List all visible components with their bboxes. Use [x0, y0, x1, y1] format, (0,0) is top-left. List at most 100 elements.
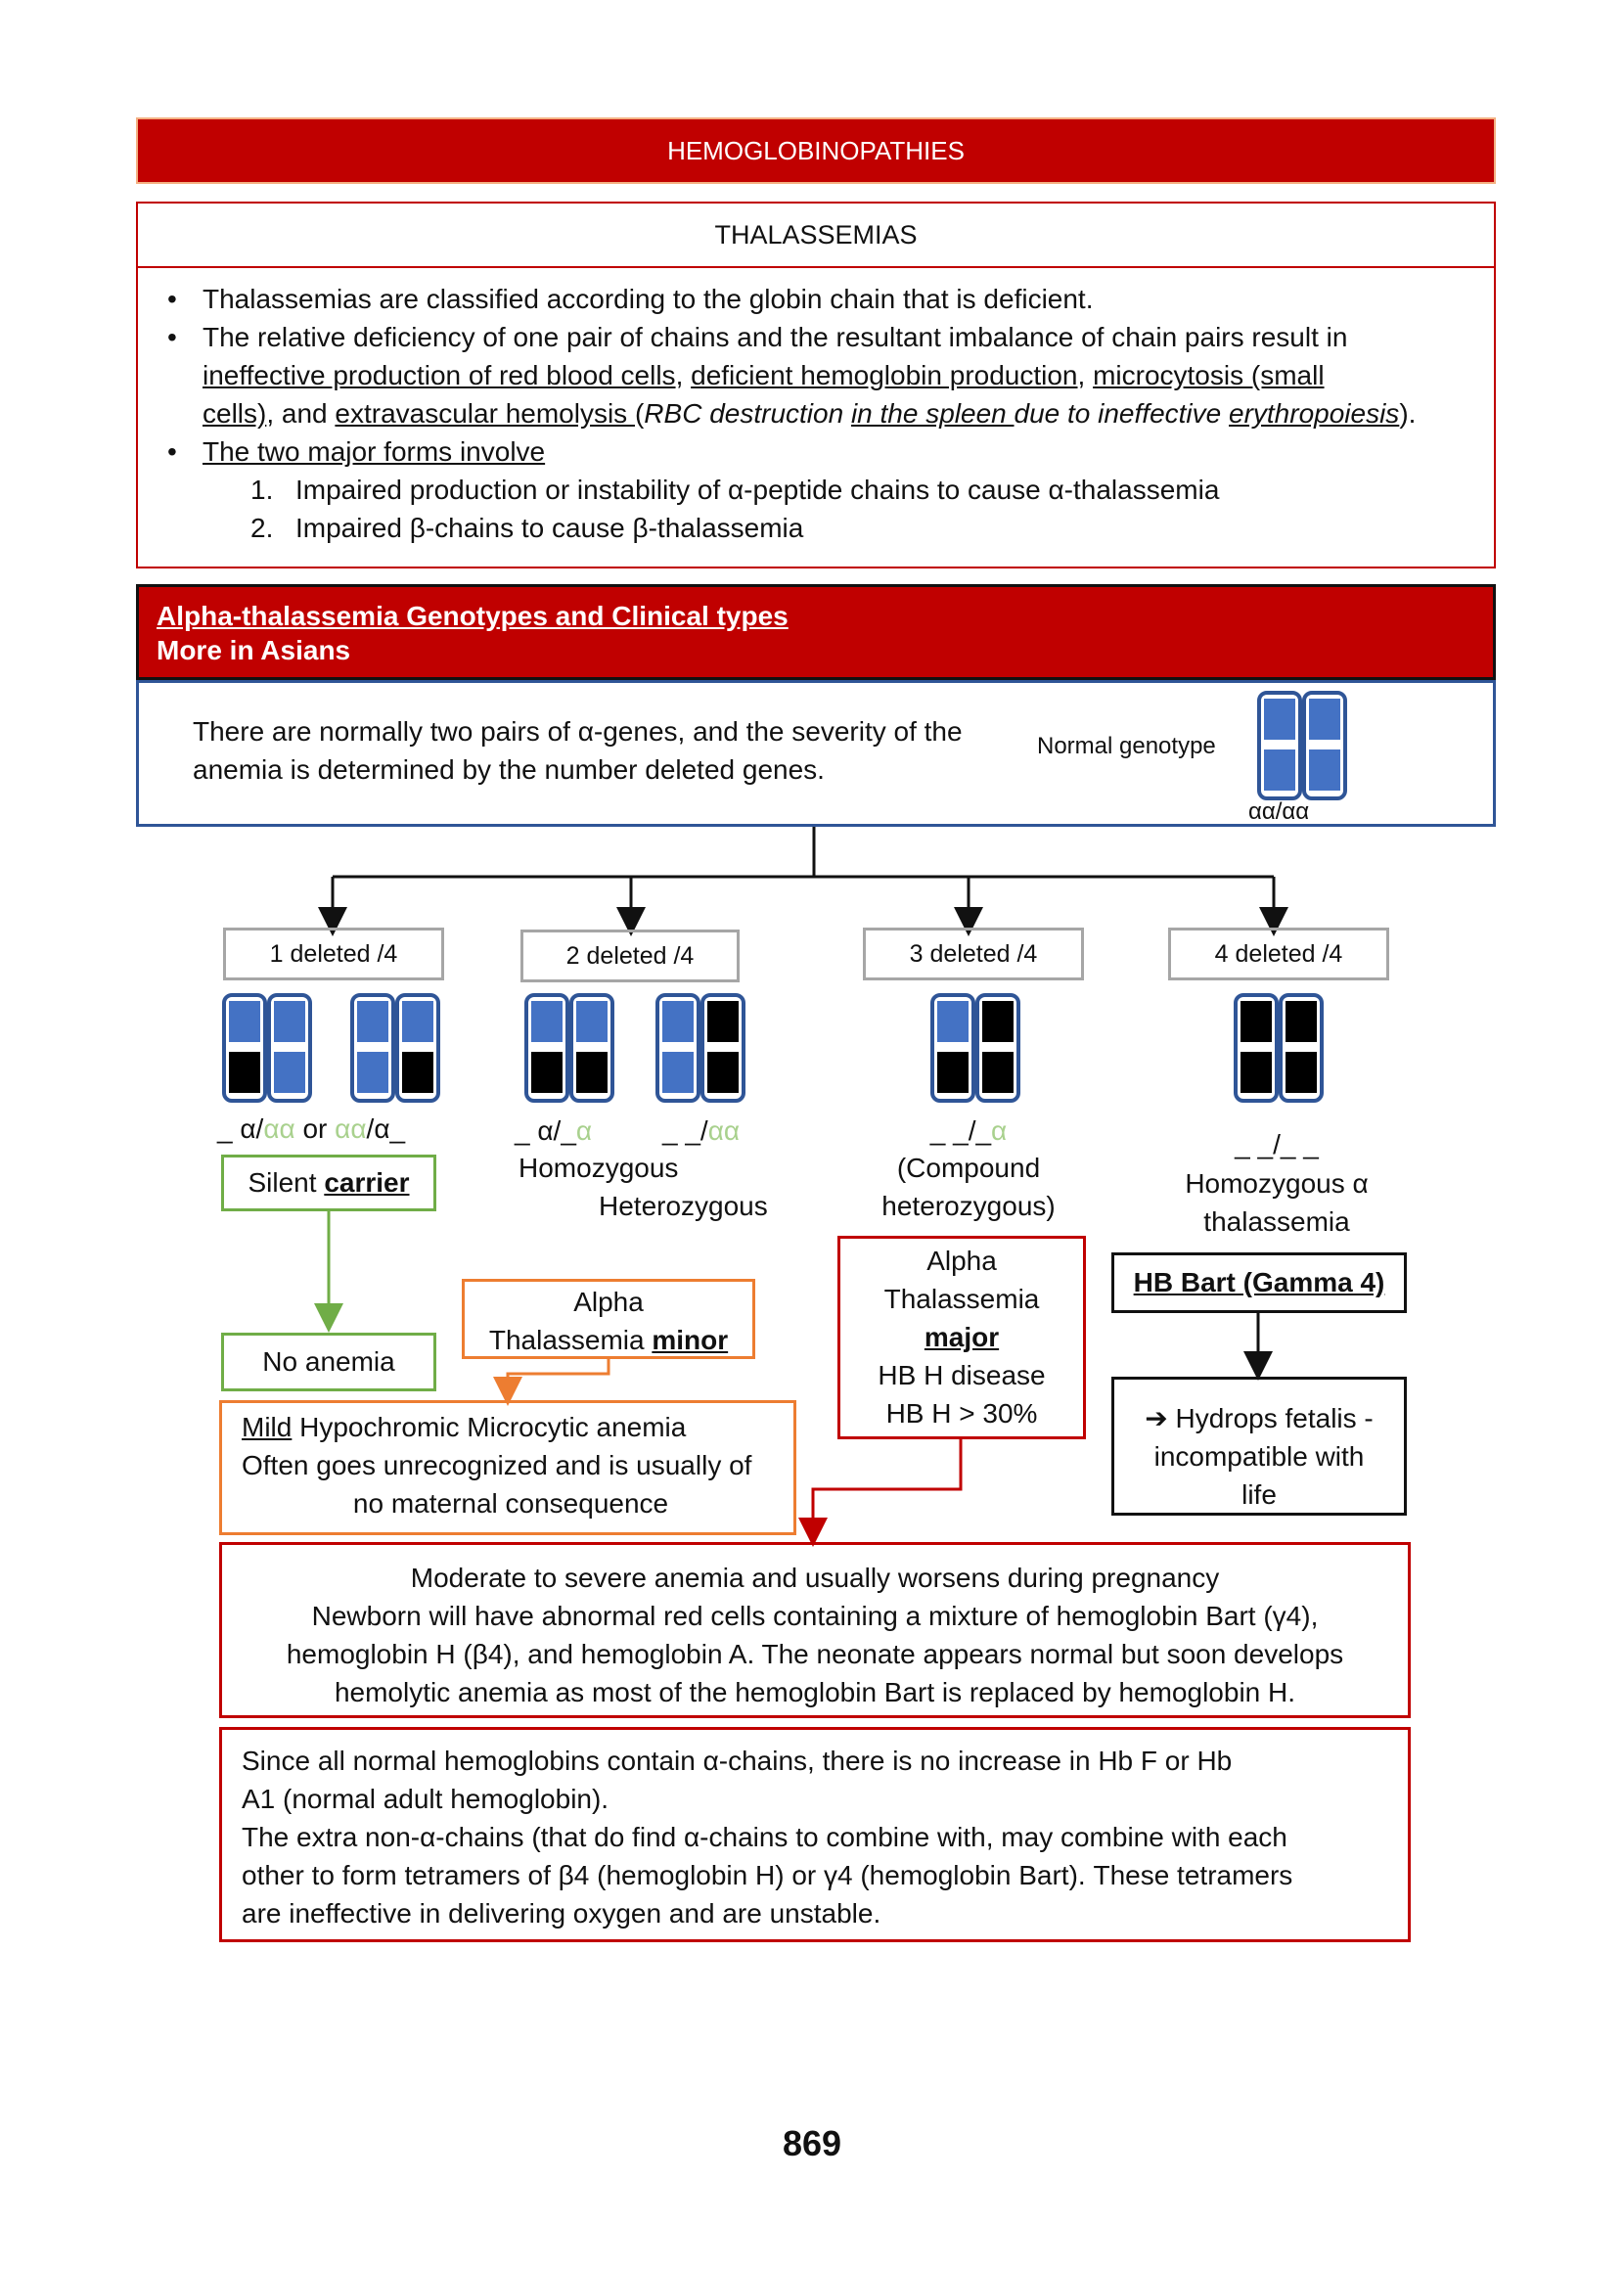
bullet-text: The relative deficiency of one pair of c… [203, 322, 1348, 352]
alpha-thal-minor-box: Alpha Thalassemia minor [462, 1279, 755, 1359]
box-text: hemolytic anemia as most of the hemoglob… [334, 1677, 1296, 1707]
thalassemias-title: THALASSEMIAS [138, 204, 1494, 268]
box-text: hemoglobin H (β4), and hemoglobin A. The… [286, 1639, 1344, 1669]
deleted-1-label: 1 deleted /4 [223, 928, 444, 980]
box-text: HB Bart (Gamma 4) [1133, 1267, 1385, 1297]
underlined-term: extravascular hemolysis [335, 398, 635, 429]
box-text: Alpha [926, 1246, 997, 1276]
punctuation: ). [1399, 398, 1417, 429]
box-text: other to form tetramers of β4 (hemoglobi… [242, 1860, 1293, 1890]
alpha-chain-explanation-box: Since all normal hemoglobins contain α-c… [219, 1727, 1411, 1942]
item-number: 2. [250, 513, 274, 543]
box-text: are ineffective in delivering oxygen and… [242, 1898, 881, 1929]
bullet-text: Thalassemias are classified according to… [203, 284, 1094, 314]
box-text: Alpha [573, 1287, 644, 1317]
punctuation: , [1077, 360, 1094, 390]
genotype-1-deleted: _ α/αα or αα/α_ [217, 1110, 452, 1148]
box-text: Moderate to severe anemia and usually wo… [410, 1563, 1220, 1593]
hb-bart-box: HB Bart (Gamma 4) [1111, 1252, 1407, 1313]
numbered-item: 2. Impaired β-chains to cause β-thalasse… [158, 509, 1468, 547]
thalassemias-section: THALASSEMIAS • Thalassemias are classifi… [136, 202, 1496, 568]
item-text: Impaired production or instability of α-… [295, 475, 1220, 505]
chromosome-4-deleted-icon [1234, 993, 1324, 1103]
chromosome-1-deleted-b-icon [350, 993, 440, 1103]
mild-anemia-box: Mild Hypochromic Microcytic anemia Often… [219, 1400, 796, 1535]
normal-genotype: αα/αα [1248, 798, 1310, 825]
item-text: Impaired β-chains to cause β-thalassemia [295, 513, 804, 543]
silent-carrier-box: Silent carrier [221, 1155, 436, 1211]
genotype-text: _ α/ [217, 1113, 264, 1144]
homozygous-alpha-label: Homozygous α [1185, 1168, 1369, 1199]
no-anemia-box: No anemia [221, 1333, 436, 1391]
genotype-4-deleted: _ _/_ _ [1235, 1129, 1319, 1159]
underlined-term: microcytosis (small [1093, 360, 1325, 390]
genotype-text: αα [335, 1113, 367, 1144]
genotype-2-homozygous: _ α/_α [515, 1112, 592, 1150]
alpha-thal-major-box: Alpha Thalassemia major HB H disease HB … [837, 1236, 1086, 1439]
compound-label: (Compound [896, 1153, 1041, 1183]
bullet-item: • Thalassemias are classified according … [158, 280, 1468, 318]
underlined-term: ineffective production of red blood cell… [203, 360, 676, 390]
bullet-icon: • [167, 436, 177, 467]
alpha-thalassemia-header: Alpha-thalassemia Genotypes and Clinical… [136, 584, 1496, 680]
box-text: Often goes unrecognized and is usually o… [242, 1450, 752, 1480]
intro-text: There are normally two pairs of α-genes,… [193, 716, 963, 785]
box-text: Hydrops fetalis - [1167, 1403, 1374, 1433]
box-text: HB H > 30% [885, 1398, 1038, 1429]
bullet-item: • The relative deficiency of one pair of… [158, 318, 1468, 432]
box-text: incompatible with [1153, 1441, 1365, 1472]
italic-text: RBC destruction [644, 398, 851, 429]
genotype-text: αα [707, 1115, 741, 1146]
box-text: life [1241, 1479, 1277, 1510]
box-text: A1 (normal adult hemoglobin). [242, 1784, 609, 1814]
underlined-term: in the spleen [850, 398, 1015, 429]
bullet-text: , and [266, 398, 336, 429]
box-text: no maternal consequence [352, 1488, 669, 1519]
chromosome-1-deleted-a-icon [222, 993, 312, 1103]
genotype-text: /α_ [366, 1113, 406, 1144]
bullet-icon: • [167, 284, 177, 314]
underlined-term: erythropoiesis [1229, 398, 1400, 429]
punctuation: ( [634, 398, 645, 429]
alpha-header-subtitle: More in Asians [157, 635, 351, 665]
box-text: Hypochromic Microcytic anemia [292, 1412, 687, 1442]
chromosome-2-deleted-heterozygous-icon [655, 993, 745, 1103]
box-text: minor [652, 1325, 729, 1355]
bullet-text: The two major forms involve [203, 436, 546, 467]
chromosome-2-deleted-homozygous-icon [524, 993, 614, 1103]
homozygous-label: Homozygous [519, 1153, 679, 1183]
genotype-text: _ _/ [662, 1115, 708, 1146]
underlined-term: deficient hemoglobin production [691, 360, 1078, 390]
bullet-item: • The two major forms involve [158, 432, 1468, 471]
genotype-text: α [575, 1115, 593, 1146]
genotype-text: α [991, 1115, 1008, 1146]
box-text: Mild [242, 1412, 293, 1442]
punctuation: , [675, 360, 692, 390]
box-text: Newborn will have abnormal red cells con… [311, 1601, 1319, 1631]
genotype-text: _ _/_ [929, 1115, 992, 1146]
thalassemias-body: • Thalassemias are classified according … [158, 280, 1468, 547]
arrow-right-icon: ➔ [1145, 1403, 1168, 1433]
hydrops-fetalis-box: ➔ Hydrops fetalis - incompatible with li… [1111, 1377, 1407, 1516]
box-text: Thalassemia [883, 1284, 1040, 1314]
page-banner: HEMOGLOBINOPATHIES [136, 117, 1496, 184]
genotype-2-heterozygous: _ _/αα [662, 1112, 740, 1150]
deleted-2-label: 2 deleted /4 [520, 930, 740, 982]
genotype-text: or [294, 1113, 336, 1144]
thalassemia-label: thalassemia [1203, 1206, 1350, 1237]
box-text: HB H disease [878, 1360, 1046, 1390]
heterozygous-label: Heterozygous [599, 1191, 768, 1221]
normal-genotype-label: Normal genotype [1037, 733, 1216, 759]
box-text: Silent [248, 1167, 325, 1198]
box-text: carrier [324, 1167, 410, 1198]
item-number: 1. [250, 475, 274, 505]
numbered-item: 1. Impaired production or instability of… [158, 471, 1468, 509]
page-number: 869 [782, 2123, 842, 2163]
bullet-icon: • [167, 322, 177, 352]
box-text: Thalassemia [488, 1325, 653, 1355]
box-text: Since all normal hemoglobins contain α-c… [242, 1746, 1233, 1776]
deleted-4-label: 4 deleted /4 [1168, 928, 1389, 980]
genotype-text: _ α/_ [515, 1115, 576, 1146]
moderate-anemia-box: Moderate to severe anemia and usually wo… [219, 1542, 1411, 1718]
